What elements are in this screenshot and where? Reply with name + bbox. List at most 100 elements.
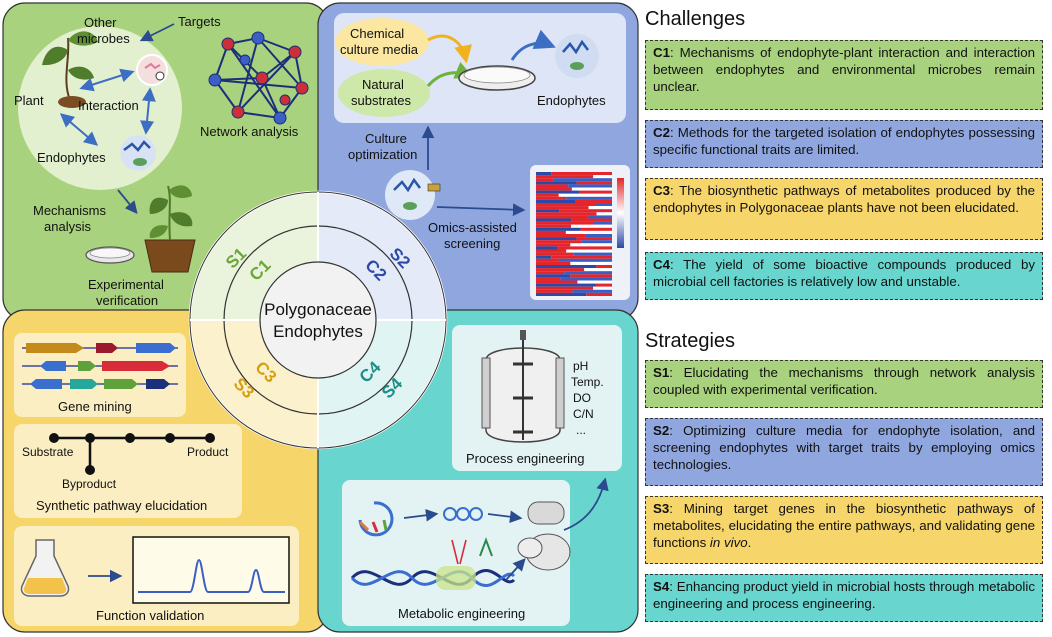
heatmap-cell [581, 240, 612, 244]
heatmap-cell [536, 280, 578, 284]
heatmap-cell [576, 237, 612, 241]
dna-helix-icon [350, 537, 516, 590]
heatmap-cell [588, 206, 612, 210]
arrow-chemical [427, 34, 472, 64]
challenges-heading: Challenges [645, 8, 746, 30]
plasmid-icons [358, 501, 483, 537]
heatmap-cell [573, 252, 612, 256]
heatmap-cell [570, 261, 612, 265]
label-synthetic-pathway: Synthetic pathway elucidation [36, 498, 207, 513]
label-do: DO [573, 391, 591, 405]
heatmap-cell [536, 215, 589, 219]
label-omics-1: Omics-assisted [428, 220, 517, 235]
petri-dish-q2-inner [463, 66, 531, 84]
arrow-targets [139, 23, 175, 42]
label-chemical-2: culture media [340, 42, 419, 57]
heatmap-cell [536, 187, 572, 191]
heatmap-scale [617, 178, 624, 248]
microbe-icon [144, 62, 161, 70]
network-nodes [208, 31, 309, 125]
label-byproduct: Byproduct [62, 477, 117, 491]
heatmap-cell [536, 237, 577, 241]
strategy-s1: S1: Elucidating the mechanisms through n… [645, 360, 1043, 408]
heatmap-cell [536, 268, 585, 272]
endophyte-spore-q2 [570, 62, 584, 70]
label-other-1: Other [84, 15, 117, 30]
heatmap-cell [536, 203, 596, 207]
heatmap-cell [558, 193, 612, 197]
heatmap-cell [593, 286, 612, 290]
strategy-s3-code: S3 [653, 501, 670, 516]
omics-tag [427, 183, 441, 192]
label-metabolic-engineering: Metabolic engineering [398, 606, 525, 621]
heatmap-cell [536, 199, 576, 203]
heatmap-cell [536, 246, 558, 250]
strategy-s2-code: S2 [653, 423, 670, 438]
label-temp: Temp. [571, 375, 604, 389]
heatmap-cell [553, 178, 612, 182]
network-graph [214, 37, 303, 119]
challenge-c1: C1: Mechanisms of endophyte-plant intera… [645, 40, 1043, 110]
heatmap-cell [596, 265, 612, 269]
strategy-s3: S3: Mining target genes in the biosynthe… [645, 496, 1043, 564]
challenge-c2-code: C2 [653, 125, 670, 140]
label-mechanisms-1: Mechanisms [33, 203, 106, 218]
strategy-s3-tail: . [747, 535, 752, 550]
heatmap-cell [560, 277, 612, 281]
heatmap-cell [570, 224, 612, 228]
heatmap-cell [571, 187, 612, 191]
arrow-metabolic-process [563, 477, 609, 531]
host-cell-icon [517, 501, 571, 571]
heatmap-cell [536, 292, 587, 296]
omics-endophyte-dish [385, 170, 435, 220]
heatmap-cell [536, 234, 586, 238]
heatmap-cell [536, 178, 554, 182]
strategy-s3-text: : Mining target genes in the biosyntheti… [653, 501, 1035, 550]
arrow-plasmid [403, 508, 439, 522]
label-culture-2: optimization [348, 147, 417, 162]
heatmap-cell [564, 271, 612, 275]
heatmap-cell [595, 203, 612, 207]
strategy-s1-code: S1 [653, 365, 670, 380]
heatmap-cell [536, 255, 552, 259]
heatmap-cell [536, 190, 580, 194]
heatmap-cell [568, 184, 612, 188]
heatmap-cell [570, 274, 612, 278]
natural-substrates-bubble [338, 69, 430, 117]
strategy-s4-text: : Enhancing product yield in microbial h… [653, 579, 1035, 611]
arrow-assembly [487, 510, 523, 524]
strategy-s4-code: S4 [653, 579, 670, 594]
heatmap-cell [536, 212, 597, 216]
microbe-dot [155, 71, 165, 81]
label-ph: pH [573, 359, 588, 373]
chromatogram-trace [138, 558, 285, 593]
heatmap-cell [576, 181, 612, 185]
heatmap-cell [572, 289, 612, 293]
arrow-omics [436, 203, 526, 216]
label-chemical-1: Chemical [350, 26, 404, 41]
heatmap-cell [593, 221, 612, 225]
challenge-c3-text: : The biosynthetic pathways of metabolit… [653, 183, 1035, 215]
heatmap-cell [536, 271, 565, 275]
strategy-s2-text: : Optimizing culture media for endophyte… [653, 423, 1035, 472]
heatmap-cell [588, 215, 612, 219]
heatmap-cell [585, 234, 612, 238]
strategy-s4: S4: Enhancing product yield in microbial… [645, 574, 1043, 622]
heatmap-cell [536, 274, 571, 278]
heatmap-cell [584, 268, 612, 272]
center-line-1: Polygonaceae [264, 300, 372, 319]
heatmap-cell [536, 196, 567, 200]
label-culture-1: Culture [365, 131, 407, 146]
challenge-c1-code: C1 [653, 45, 670, 60]
label-substrate: Substrate [22, 445, 74, 459]
label-cn: C/N [573, 407, 594, 421]
heatmap-cell [551, 255, 612, 259]
flask-icon [20, 539, 70, 597]
strategy-s2: S2: Optimizing culture media for endophy… [645, 418, 1043, 486]
challenge-c2-text: : Methods for the targeted isolation of … [653, 125, 1035, 157]
heatmap-cell [566, 249, 612, 253]
heatmap-cell [580, 227, 612, 231]
potted-plant-icon [144, 185, 196, 273]
endophyte-icon [120, 135, 156, 171]
arrow-mechanisms [117, 189, 138, 214]
